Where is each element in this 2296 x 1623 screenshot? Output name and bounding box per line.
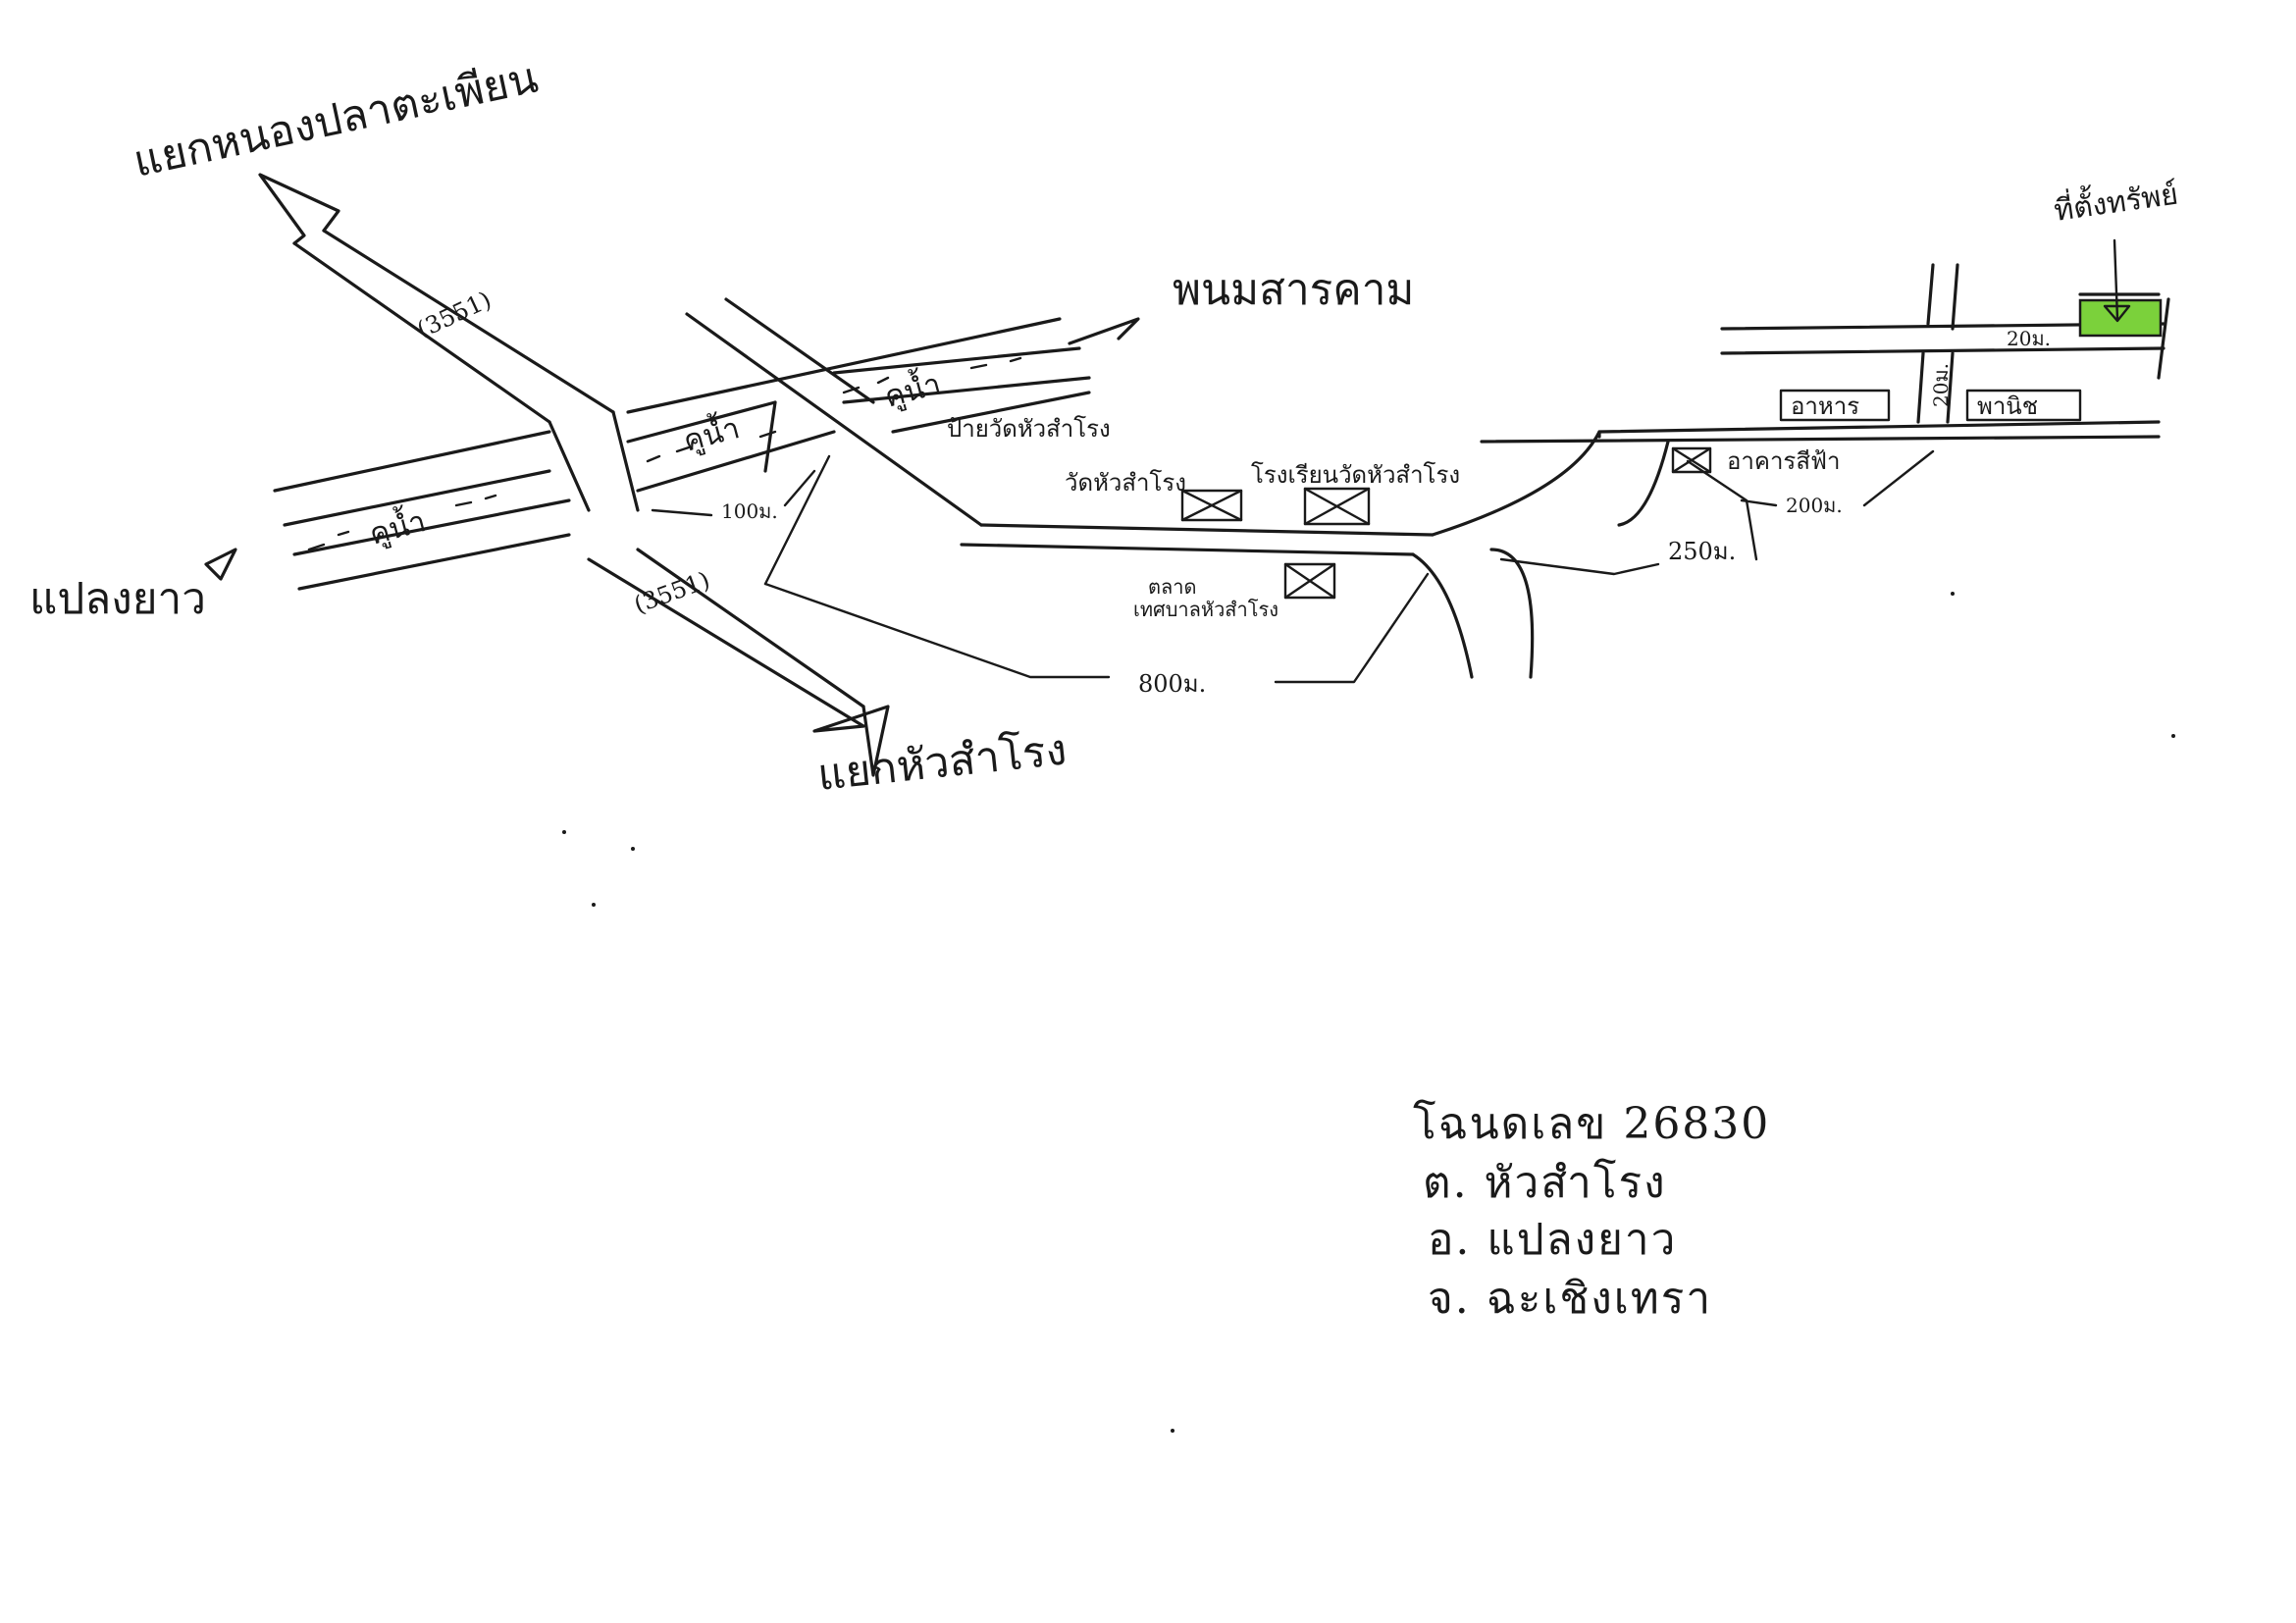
label-nw-junction: แยกหนองปลาตะเพียน [130,53,543,187]
distance-800-leader [763,454,1430,684]
label-temple: วัดหัวสำโรง [1065,469,1186,497]
road-to-phanom [685,297,2161,679]
school-building [1303,487,1371,526]
market-building [1283,562,1336,600]
deed-province: จ. ฉะเชิงเทรา [1428,1274,1712,1324]
label-200m: 200ม. [1786,494,1843,517]
arrow-south-east [812,705,890,777]
label-school: โรงเรียนวัดหัวสำโรง [1251,461,1460,489]
deed-district: อ. แปลงยาว [1428,1215,1677,1265]
distance-200-leader [1740,449,1935,507]
cross-road-west [273,430,571,591]
food-shop-box [1779,389,1891,422]
arrow-north-west [258,173,340,245]
temple-building [1180,489,1243,522]
deed-number: โฉนดเลข 26830 [1413,1099,1770,1149]
label-market-1: ตลาด [1148,575,1196,599]
label-west: แปลงยาว [29,574,206,624]
label-canal-middle: คูน้ำ [679,406,744,458]
target-arrow-icon [2103,238,2131,323]
shop-box [1965,389,2082,422]
label-target: ที่ตั้งทรัพย์ [2052,173,2180,229]
label-800m: 800ม. [1138,670,1206,698]
bank-building [1671,446,1712,474]
label-20m-vertical: 20ม. [1929,363,1953,407]
label-20m-horizontal: 20ม. [2007,327,2051,350]
label-temple-sign: ป้ายวัดหัวสำโรง [947,415,1111,443]
canal-dashes [307,356,1022,551]
label-south-junction: แยกหัวสำโรง [815,725,1070,801]
label-shop: พานิช [1977,393,2038,420]
main-road-3551 [292,229,865,728]
label-canal-east: คูน้ำ [880,362,945,414]
label-250m: 250ม. [1668,538,1736,565]
arrow-phanom [1068,317,1140,345]
arrow-west [204,548,237,581]
deed-subdistrict: ต. หัวสำโรง [1423,1158,1667,1208]
label-market-2: เทศบาลหัวสำโรง [1133,598,1278,621]
label-bank: อาคารสีฟ้า [1727,447,1840,475]
cross-road-east [626,317,1091,493]
label-phanom: พนมสารคาม [1173,265,1414,315]
label-food: อาหาร [1791,393,1859,420]
scan-specks [562,592,2175,1433]
distance-100-leader [651,469,816,517]
label-100m: 100ม. [721,499,778,523]
